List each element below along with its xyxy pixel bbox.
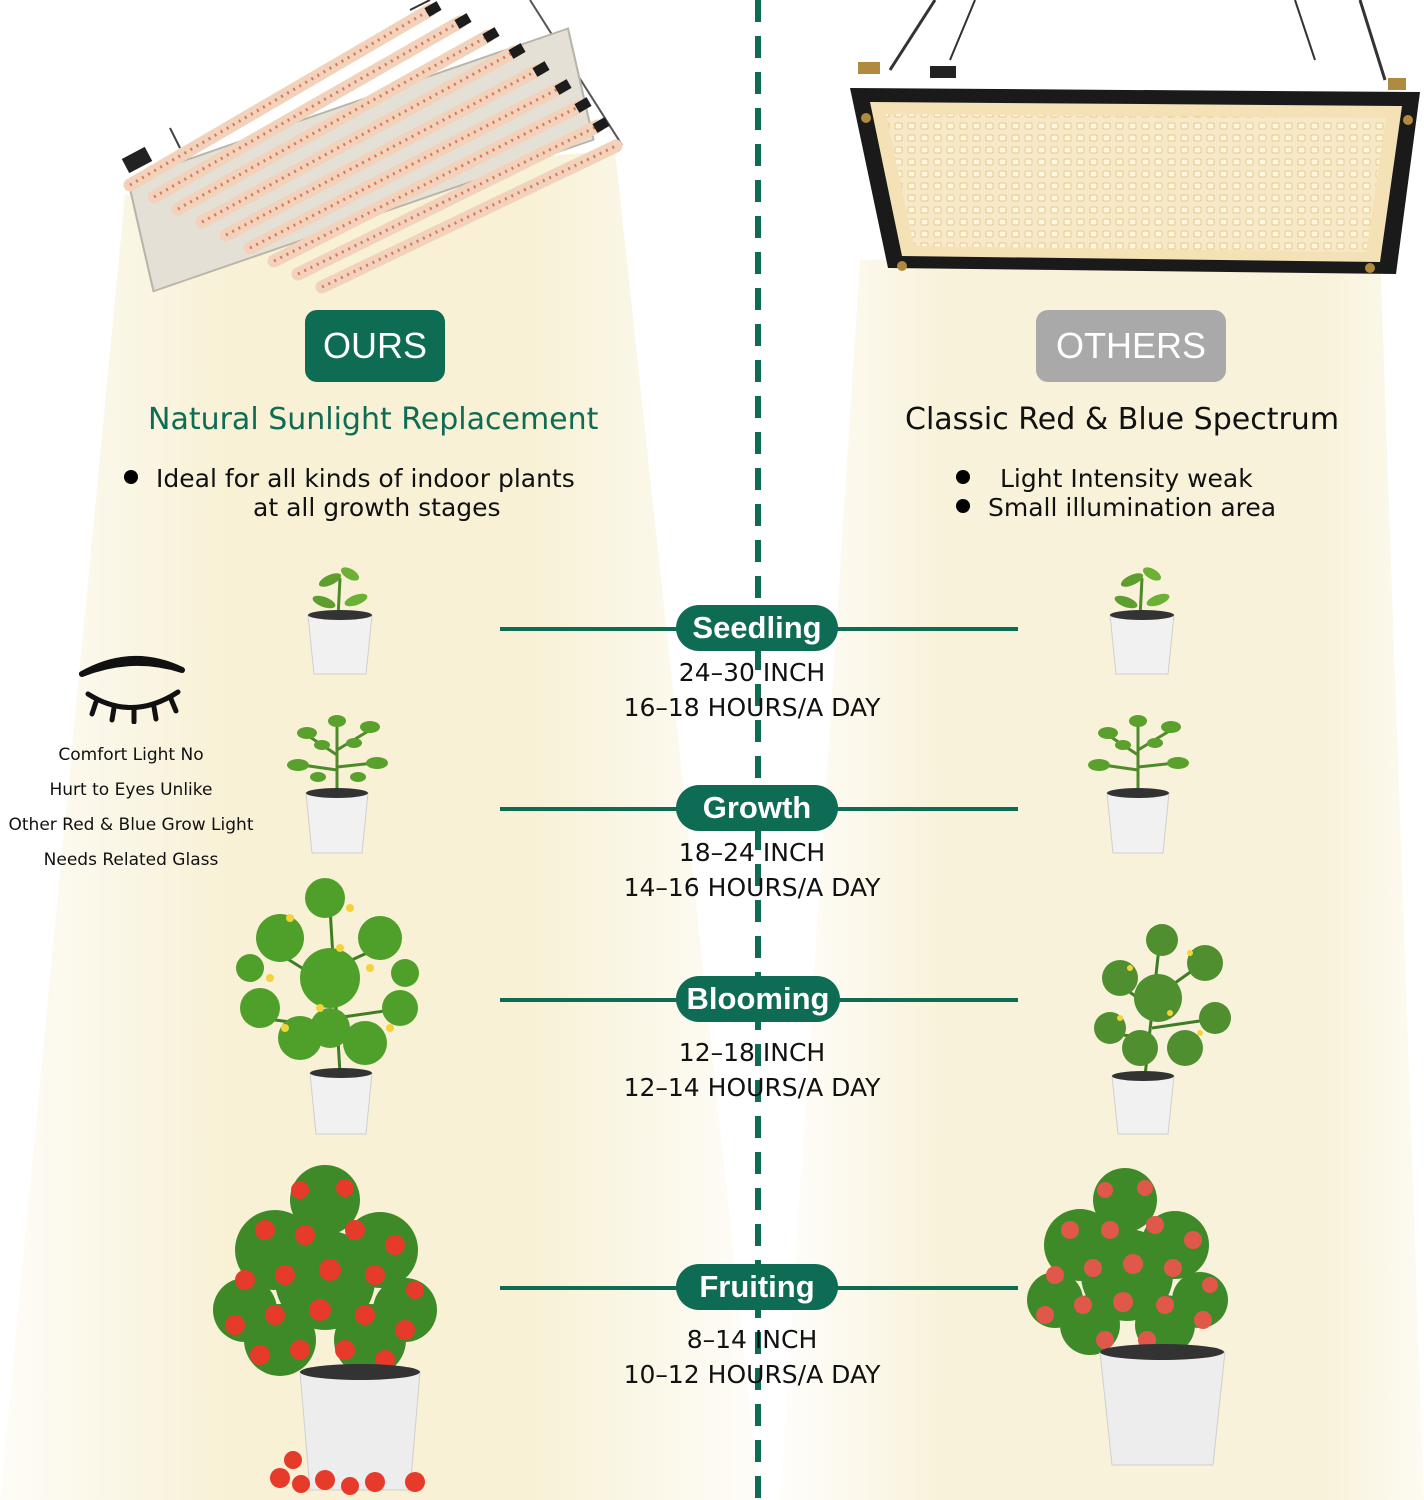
stage-label-fruiting: Fruiting [676, 1264, 838, 1310]
ours-bar-grow-light-image [121, 0, 623, 294]
ours-light-beam [0, 150, 760, 1500]
others-bullet-2-text: Small illumination area [988, 493, 1277, 522]
others-growth-plant-image [1088, 715, 1189, 854]
ours-growth-plant-image [287, 715, 388, 854]
stage-hours: 12–14 HOURS/A DAY [623, 1073, 881, 1102]
ours-badge: OURS [305, 310, 445, 382]
stage-distance: 18–24 INCH [678, 838, 826, 867]
stage-info-growth: 18–24 INCH 14–16 HOURS/A DAY [590, 835, 914, 905]
others-light-beam [780, 250, 1424, 1500]
stage-distance: 24–30 INCH [678, 658, 826, 687]
eye-note-line: Hurt to Eyes Unlike [49, 780, 213, 800]
others-bullet-1: Light Intensity weak [956, 464, 1253, 493]
ours-heading: Natural Sunlight Replacement [148, 402, 599, 437]
center-dashed-divider [755, 0, 761, 1500]
ours-bullet: Ideal for all kinds of indoor plants [124, 464, 575, 493]
stage-info-blooming: 12–18 INCH 12–14 HOURS/A DAY [590, 1035, 914, 1105]
stage-label-growth: Growth [676, 785, 838, 831]
stage-info-fruiting: 8–14 INCH 10–12 HOURS/A DAY [590, 1322, 914, 1392]
ours-bullet-continuation: at all growth stages [253, 493, 501, 522]
eye-note-line: Needs Related Glass [43, 850, 219, 870]
others-seedling-plant-image [1109, 567, 1175, 675]
stage-label-blooming: Blooming [676, 976, 840, 1022]
bullet-dot-icon [956, 499, 970, 513]
eye-note-line: Other Red & Blue Grow Light [8, 815, 254, 835]
eye-comfort-note: Comfort Light No Hurt to Eyes Unlike Oth… [0, 738, 262, 878]
ours-seedling-plant-image [307, 567, 373, 675]
others-bullet-1-text: Light Intensity weak [1000, 464, 1253, 493]
others-blooming-plant-image [1094, 924, 1231, 1135]
stage-distance: 8–14 INCH [686, 1325, 818, 1354]
others-fruiting-plant-image [1027, 1168, 1228, 1466]
bullet-dot-icon [124, 470, 138, 484]
stage-info-seedling: 24–30 INCH 16–18 HOURS/A DAY [590, 655, 914, 725]
stage-hours: 10–12 HOURS/A DAY [623, 1360, 881, 1389]
stage-distance: 12–18 INCH [678, 1038, 826, 1067]
eye-note-line: Comfort Light No [58, 745, 204, 765]
stage-hours: 14–16 HOURS/A DAY [623, 873, 881, 902]
ours-fruiting-plant-image [213, 1165, 437, 1495]
ours-blooming-plant-image [236, 878, 419, 1135]
closed-eye-icon [79, 655, 185, 724]
others-badge: OTHERS [1036, 310, 1226, 382]
others-heading: Classic Red & Blue Spectrum [905, 402, 1340, 437]
stage-hours: 16–18 HOURS/A DAY [623, 693, 881, 722]
bullet-dot-icon [956, 470, 970, 484]
others-bullet-2: Small illumination area [956, 493, 1276, 522]
others-panel-grow-light-image [850, 0, 1420, 274]
ours-bullet-line1: Ideal for all kinds of indoor plants [156, 464, 575, 493]
stage-label-seedling: Seedling [676, 605, 838, 651]
